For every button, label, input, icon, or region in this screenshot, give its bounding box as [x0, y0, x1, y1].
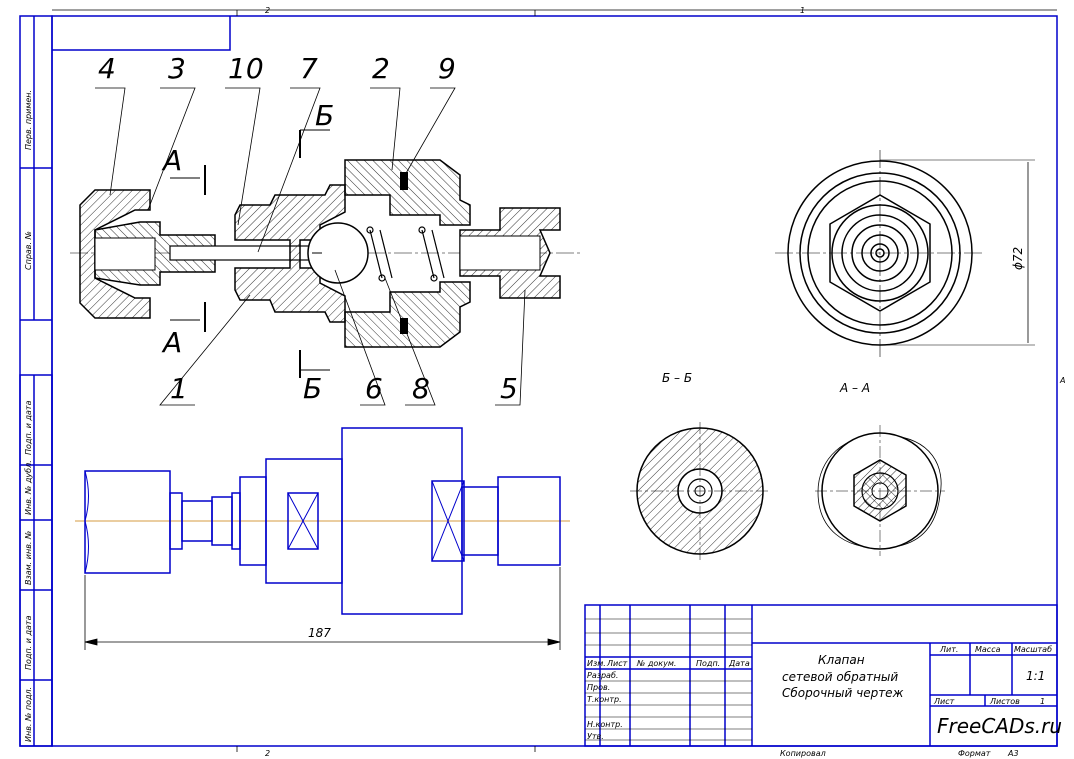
footer-copied: Копировал: [780, 749, 826, 758]
label-2: 2: [372, 52, 390, 85]
tb-org: FreeCADs.ru: [937, 714, 1062, 738]
zone-top-right: 1: [800, 6, 805, 15]
side-label-2: Справ. №: [24, 231, 33, 270]
tb-header-list: Лист: [606, 659, 628, 668]
tb-sheet: Лист: [933, 697, 955, 706]
tb-header-doc: № докум.: [636, 659, 676, 668]
tb-row-nkontr: Н.контр.: [587, 720, 623, 729]
label-5: 5: [500, 372, 518, 405]
section-view: [70, 159, 580, 348]
footer-format: Формат: [958, 749, 991, 758]
side-label-3: Подп. и дата: [24, 400, 33, 455]
zone-top-left: 2: [265, 6, 270, 15]
label-6: 6: [365, 372, 383, 405]
part-10-tube: [169, 245, 311, 261]
view-title-aa: А – А: [839, 381, 870, 395]
tb-row-razrab: Разраб.: [587, 671, 618, 680]
tb-header-sign: Подп.: [696, 659, 720, 668]
leader-lines: [95, 87, 526, 406]
tb-name-line1: Клапан: [818, 653, 865, 667]
tb-row-tkontr: Т.контр.: [587, 695, 622, 704]
dim-length-lines: [84, 567, 561, 650]
title-block-headers: Изм. Лист № докум. Подп. Дата Разраб. Пр…: [587, 659, 750, 741]
tb-scale-value: 1:1: [1026, 669, 1045, 683]
tb-row-utv: Утв.: [587, 732, 604, 741]
zone-ticks: [52, 9, 1057, 752]
side-labels: Перв. примен. Справ. № Подп. и дата Инв.…: [24, 90, 33, 742]
view-title-bb: Б – Б: [662, 371, 692, 385]
label-1: 1: [170, 372, 188, 405]
side-label-5: Взам. инв. №: [24, 531, 33, 585]
tb-header-izm: Изм.: [587, 659, 606, 668]
side-label-4: Инв. № дубл.: [24, 460, 33, 515]
exterior-view: [75, 427, 570, 615]
part-6-ball: [307, 222, 369, 284]
label-8: 8: [412, 372, 430, 405]
side-label-7: Инв. № подл.: [24, 687, 33, 742]
label-7: 7: [300, 52, 318, 85]
zone-right-mark: A: [1059, 376, 1065, 385]
part-8-spring: [366, 226, 445, 282]
zone-bottom-left: 2: [265, 749, 270, 758]
tb-name-line2: сетевой обратный: [782, 670, 898, 684]
footer-format-value: A3: [1007, 749, 1019, 758]
tb-sheets-value: 1: [1040, 697, 1045, 706]
section-a-top: А: [161, 144, 182, 177]
dim-diameter: ϕ72: [1011, 247, 1025, 270]
label-9: 9: [438, 52, 456, 85]
side-column: [19, 16, 53, 747]
tb-mass: Масса: [975, 645, 1001, 654]
side-label-6: Подп. и дата: [24, 615, 33, 670]
tb-sheets: Листов: [989, 697, 1020, 706]
section-a-bottom: А: [161, 326, 182, 359]
end-view: [775, 150, 1035, 360]
part-1-body: [234, 184, 346, 323]
part-labels: 4 3 10 7 2 9 1 6 8 5: [98, 52, 518, 405]
tb-row-prov: Пров.: [587, 683, 610, 692]
tb-header-date: Дата: [728, 659, 750, 668]
tb-lit: Лит.: [939, 645, 958, 654]
section-bb: [630, 422, 770, 560]
tb-name-line3: Сборочный чертеж: [782, 686, 904, 700]
dim-length: 187: [308, 626, 331, 640]
section-b-bottom: Б: [303, 372, 322, 405]
tb-scale: Масштаб: [1014, 645, 1052, 654]
side-label-1: Перв. примен.: [24, 90, 33, 150]
part-2-housing: [344, 159, 471, 226]
title-block: [584, 604, 1058, 747]
top-left-stamp: [52, 16, 231, 51]
section-marks: [170, 129, 330, 378]
label-4: 4: [98, 52, 116, 85]
title-block-rows: [585, 618, 752, 741]
part-9-seal: [400, 172, 408, 190]
label-3: 3: [168, 52, 186, 85]
section-aa: [815, 425, 945, 556]
section-b-top: Б: [315, 99, 334, 132]
label-10: 10: [228, 52, 264, 85]
